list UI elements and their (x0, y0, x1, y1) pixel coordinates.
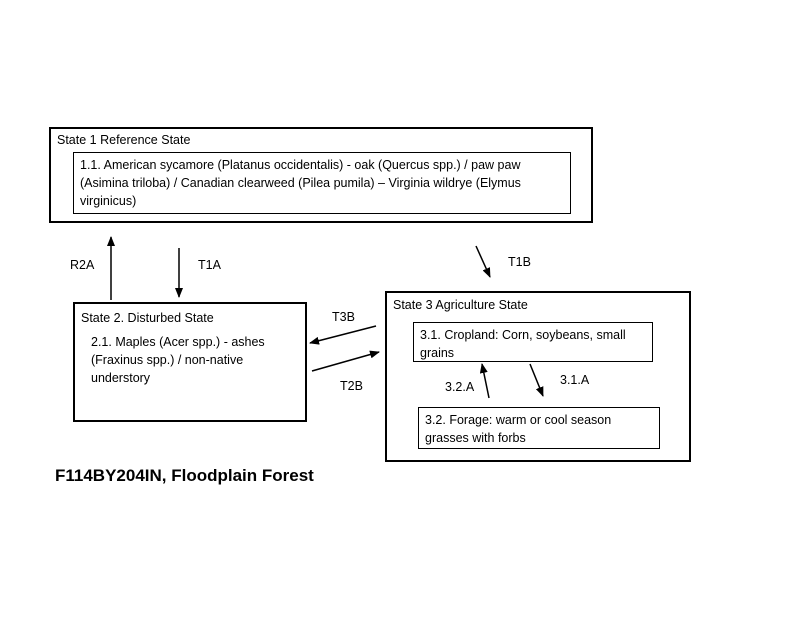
state-2-box: State 2. Disturbed State 2.1. Maples (Ac… (73, 302, 307, 422)
arrow-3-1-a (529, 363, 544, 397)
community-1-1-box: 1.1. American sycamore (Platanus occiden… (73, 152, 571, 214)
label-t1b: T1B (508, 255, 531, 269)
label-t3b: T3B (332, 310, 355, 324)
community-3-1-box: 3.1. Cropland: Corn, soybeans, small gra… (413, 322, 653, 362)
community-3-2-box: 3.2. Forage: warm or cool season grasses… (418, 407, 660, 449)
label-3-1-a: 3.1.A (560, 373, 590, 387)
state-1-box: State 1 Reference State 1.1. American sy… (49, 127, 593, 223)
ecological-site-caption: F114BY204IN, Floodplain Forest (55, 466, 314, 485)
label-t1a: T1A (198, 258, 221, 272)
label-r2a: R2A (70, 258, 95, 272)
label-3-2-a: 3.2.A (445, 380, 475, 394)
arrow-t1b (475, 245, 491, 278)
arrow-t2b (311, 350, 380, 372)
community-2-1-text: 2.1. Maples (Acer spp.) - ashes (Fraxinu… (91, 335, 265, 385)
arrow-t3b (309, 325, 377, 345)
state-1-title: State 1 Reference State (57, 133, 191, 147)
label-t2b: T2B (340, 379, 363, 393)
state-3-title: State 3 Agriculture State (393, 298, 528, 312)
state-3-box: State 3 Agriculture State 3.1. Cropland:… (385, 291, 691, 462)
arrow-3-2-a (479, 363, 490, 399)
state-2-title: State 2. Disturbed State (81, 311, 214, 325)
